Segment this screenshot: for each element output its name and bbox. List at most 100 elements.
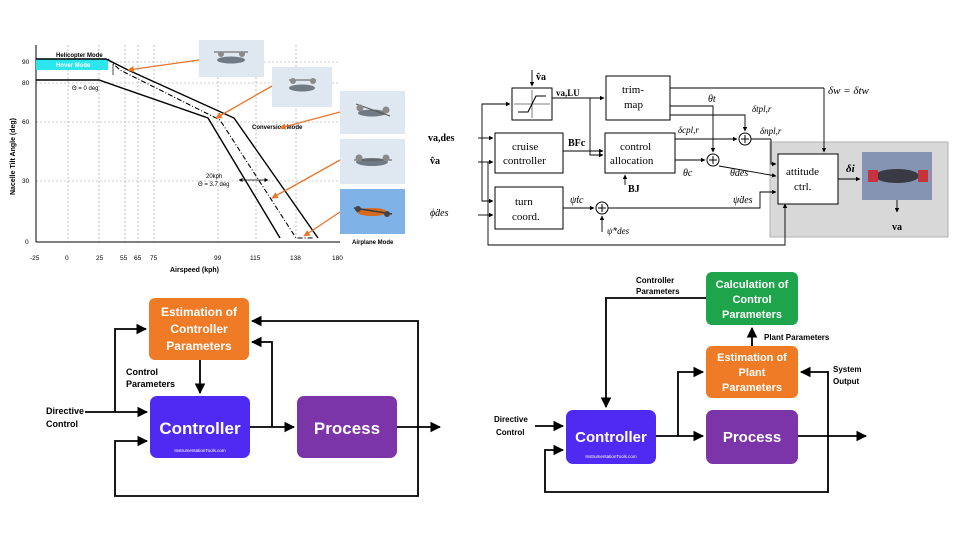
helicopter-mode-label: Helicopter Mode [56,53,103,59]
lower-boundary-line [36,79,281,239]
signal-va-top: v̂a [536,72,546,83]
cruise-controller-label: controller [503,155,546,167]
x-tick-label: 99 [214,255,222,262]
theta-zero-label: Θ = 0 deg [72,86,99,92]
signal-theta-c: θc [683,168,693,179]
control-parameters-label: Parameters [126,379,175,389]
flight-control-diagram [478,70,949,246]
calculation-block-label: Parameters [722,309,782,321]
control-allocation-label: control [620,141,651,153]
controller-parameters-label: Parameters [636,287,680,296]
controller-block-label: Controller [575,429,647,446]
photo-pointer-arrows [127,59,341,237]
hover-mode-label: Hover Mode [56,63,91,69]
adaptive-control-left: Estimation of Controller Parameters Cont… [46,298,442,497]
airplane-mode-label: Airplane Mode [352,240,394,246]
kph20-label: 20kph [206,174,222,180]
signal-delta-i: δi [846,163,856,175]
signal-delta-w: δw = δtw [828,85,870,97]
process-block [297,396,397,458]
process-block-label: Process [723,429,781,446]
directive-control-label: Directive [494,415,528,424]
x-tick-label: 0 [65,255,69,262]
control-allocation-label: allocation [610,155,654,167]
conversion-photo [340,91,405,134]
directive-control-label: Directive [46,406,84,416]
estimation-block-label: Controller [170,322,228,336]
x-tick-label: 75 [150,255,158,262]
y-axis-label: Nacelle Tilt Angle (deg) [10,118,17,195]
calculation-block-label: Calculation of [716,279,789,291]
signal-delta-n: δnpl,r [760,126,782,136]
trim-map-label: trim- [622,84,644,96]
x-tick-label: 65 [134,255,142,262]
signal-bj: BJ [628,184,640,195]
cruise-controller-label: cruise [512,141,538,153]
x-tick-label: 25 [96,255,104,262]
estimation-block-label: Estimation of [161,305,238,319]
y-tick-label: 90 [22,59,30,66]
estimation-block-label: Parameters [166,339,232,353]
controller-block-label: Controller [159,419,241,438]
control-parameters-label: Control [126,367,158,377]
conversion-mode-label: Conversion Mode [252,125,303,131]
signal-va-des: va,des [428,133,455,144]
trim-map-label: map [624,99,643,111]
signal-psi-star: ψ̇*des [607,226,630,236]
signal-va-lu: va,LU [556,88,580,98]
process-block-label: Process [314,419,380,438]
turn-coord-label: turn [515,196,533,208]
plant-estimation-label: Parameters [722,382,782,394]
calculation-block-label: Control [732,294,771,306]
limiter-block [511,87,553,121]
y-tick-label: 30 [22,178,30,185]
system-output-label: Output [833,377,860,386]
controller-block [150,396,250,458]
tilt-angle-chart: 90 80 60 30 0 -25 0 25 55 65 75 99 115 1… [10,40,405,274]
theta-37-label: Θ = 3.7 deg [198,182,230,188]
attitude-ctrl-label: attitude [786,166,819,178]
attitude-ctrl-label: ctrl. [794,181,812,193]
control-allocation-block [604,132,676,174]
aircraft-photo [862,152,932,200]
helicopter-photo [199,40,264,77]
watermark-text: InstrumentationTools.com [585,454,637,459]
watermark-text: InstrumentationTools.com [174,448,226,453]
plant-parameters-label: Plant Parameters [764,333,830,342]
x-axis-label: Airspeed (kph) [170,267,219,274]
signal-delta-c: δcpl,r [678,125,699,135]
attitude-ctrl-block [777,153,839,205]
nominal-schedule-line [107,58,313,239]
signal-phi-des: ϕ̇des [430,208,449,219]
airplane-photo [340,189,405,234]
hover-mode-band [36,59,108,70]
estimation-block [149,298,249,360]
signal-delta-t: δtpl,r [752,104,772,114]
y-tick-label: 60 [22,119,30,126]
x-tick-label: 115 [250,255,261,262]
y-tick-label: 0 [25,239,29,246]
signal-va-out: va [892,222,902,233]
signal-fc: BFc [568,138,586,149]
turn-coord-label: coord. [512,211,540,223]
system-output-label: System [833,365,861,374]
controller-parameters-label: Controller [636,276,674,285]
plant-estimation-block [706,346,798,398]
signal-psi-tc: ψ̇tc [570,195,584,206]
signal-theta-des: θdes [730,168,748,179]
x-tick-label: 138 [290,255,301,262]
adaptive-control-right: Calculation of Control Parameters Estima… [494,272,868,493]
cruise-controller-block [494,132,564,174]
trim-map-block [605,75,671,121]
process-block-right [706,410,798,464]
low-tilt-photo [340,139,405,184]
x-tick-label: -25 [30,255,40,262]
transition-photo [272,67,332,107]
controller-block-right [566,410,656,464]
directive-control-label: Control [496,428,524,437]
plant-estimation-label: Estimation of [717,352,787,364]
x-tick-label: 180 [332,255,343,262]
y-tick-label: 80 [22,80,30,87]
signal-va-hat: v̂a [430,156,440,167]
